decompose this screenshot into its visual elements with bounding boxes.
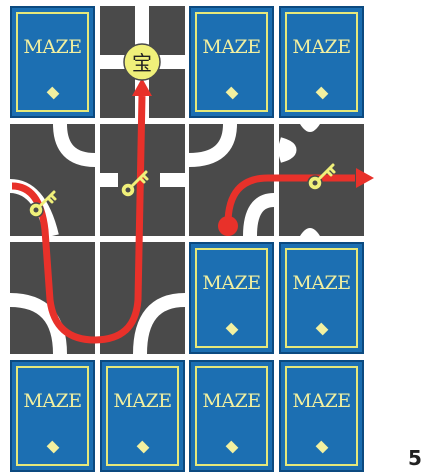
card-back-r4c1[interactable]: MAZE: [10, 360, 95, 472]
card-back-r4c2[interactable]: MAZE: [100, 360, 185, 472]
card-label: MAZE: [191, 272, 272, 294]
card-back-r1c1[interactable]: MAZE: [10, 6, 95, 118]
card-back-r3c4[interactable]: MAZE: [279, 242, 364, 354]
card-back-r4c4[interactable]: MAZE: [279, 360, 364, 472]
card-back-r1c3[interactable]: MAZE: [189, 6, 274, 118]
card-label: MAZE: [281, 36, 362, 58]
card-label: MAZE: [191, 390, 272, 412]
card-label: MAZE: [281, 272, 362, 294]
card-label: MAZE: [102, 390, 183, 412]
treasure-token[interactable]: 宝: [124, 44, 160, 80]
card-label: MAZE: [12, 36, 93, 58]
card-label: MAZE: [12, 390, 93, 412]
card-back-r1c4[interactable]: MAZE: [279, 6, 364, 118]
page-number: 5: [408, 446, 422, 470]
card-label: MAZE: [281, 390, 362, 412]
card-back-r4c3[interactable]: MAZE: [189, 360, 274, 472]
card-back-r3c3[interactable]: MAZE: [189, 242, 274, 354]
treasure-glyph: 宝: [132, 51, 152, 75]
card-label: MAZE: [191, 36, 272, 58]
